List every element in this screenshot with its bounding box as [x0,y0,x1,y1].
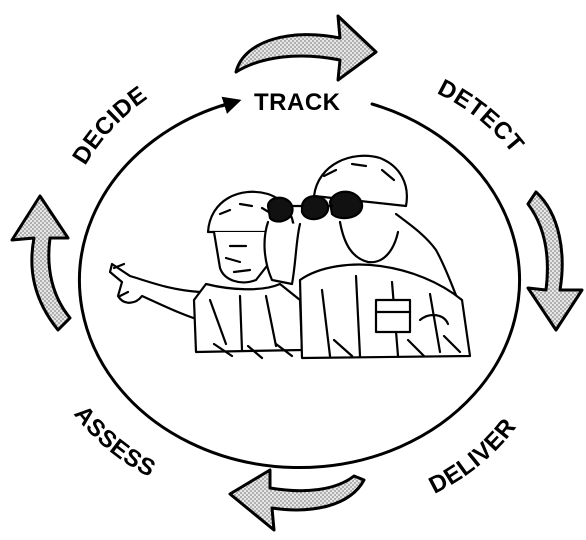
step-label-track: TRACK [254,89,341,116]
arrow-right-icon [528,192,582,330]
arrow-bottom-icon [230,470,364,530]
step-label-assess: ASSESS [69,401,161,483]
step-label-detect: DETECT [433,74,529,158]
arrow-left-icon [12,196,70,330]
soldiers-with-binoculars-icon [110,156,470,358]
step-label-decide: DECIDE [67,81,152,169]
arrow-top-icon [236,16,376,80]
